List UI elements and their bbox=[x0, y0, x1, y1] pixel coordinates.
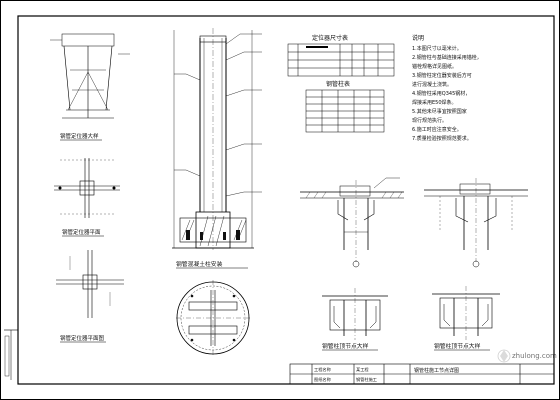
title-cell-a2: 图纸名称 bbox=[314, 376, 331, 383]
drawing-title: 钢管柱施工节点详图 bbox=[414, 367, 459, 374]
note-line: 7.质量检验按照规范要求。 bbox=[412, 135, 472, 142]
zhulong-logo-icon bbox=[497, 349, 511, 363]
steel-table bbox=[305, 89, 385, 133]
plan-detail-b bbox=[56, 250, 124, 318]
binding-strip bbox=[4, 329, 18, 380]
elevation-detail-a bbox=[50, 33, 130, 119]
elevation-detail-a-label: 钢管定位器大样 bbox=[60, 132, 99, 140]
plan-detail-b-label: 钢管定位器平面图 bbox=[60, 334, 105, 342]
joint-detail-1 bbox=[300, 177, 404, 262]
notes-heading: 说明 bbox=[412, 34, 424, 42]
joint-detail-3 bbox=[322, 288, 388, 340]
joint-detail-1-hatch bbox=[305, 191, 403, 199]
plan-detail-a-label: 钢管定位器平面 bbox=[62, 228, 101, 236]
circular-plan bbox=[176, 280, 250, 356]
inner-frame bbox=[17, 15, 555, 385]
title-cell-b2: 钢管柱施工 bbox=[356, 376, 377, 383]
note-line: 3.钢管柱定位器安装后方可 bbox=[412, 72, 472, 79]
positioning-table-title: 定位器尺寸表 bbox=[312, 34, 348, 42]
title-cell-b1: 某工程 bbox=[356, 366, 369, 373]
joint-detail-3-label: 钢管柱顶节点大样 bbox=[322, 342, 369, 350]
note-line: 6.施工时应注意安全。 bbox=[412, 126, 462, 133]
section-marker bbox=[472, 260, 480, 268]
joint-detail-2 bbox=[424, 178, 528, 262]
note-line: 4.钢管柱采用Q345钢材， bbox=[412, 90, 470, 97]
note-line: 5.其他未尽事宜按照国家 bbox=[412, 108, 467, 115]
note-line: 焊接采用E50焊条。 bbox=[412, 99, 457, 106]
watermark-text: zhulong.com bbox=[512, 352, 557, 360]
notes-block: 说明 1.本图尺寸以毫米计。 2.钢管柱与基础连接采用锚栓， 锚栓规格详见图纸。… bbox=[412, 34, 482, 142]
joint-detail-4 bbox=[432, 286, 500, 340]
title-block bbox=[289, 363, 555, 385]
steel-table-title: 钢管柱表 bbox=[326, 80, 350, 88]
plan-detail-a bbox=[54, 158, 120, 218]
note-line: 锚栓规格详见图纸。 bbox=[412, 63, 457, 70]
title-cell-a1: 工程名称 bbox=[314, 366, 331, 373]
column-leaders bbox=[174, 33, 262, 197]
joint-detail-4-label: 钢管柱顶节点大样 bbox=[434, 342, 481, 350]
column-base-hatch bbox=[181, 215, 247, 247]
positioning-table-bar bbox=[306, 46, 328, 48]
section-marker bbox=[352, 260, 360, 268]
column-elevation bbox=[172, 28, 254, 250]
note-line: 1.本图尺寸以毫米计。 bbox=[412, 45, 462, 52]
column-elevation-label: 钢管混凝土柱安装 bbox=[176, 260, 223, 268]
column-base-blocks bbox=[186, 230, 240, 240]
circular-plan-bolts bbox=[190, 294, 236, 342]
note-line: 现行规范执行。 bbox=[412, 117, 447, 124]
note-line: 2.钢管柱与基础连接采用锚栓， bbox=[412, 54, 482, 61]
positioning-table bbox=[287, 43, 395, 77]
note-line: 进行混凝土浇筑。 bbox=[412, 81, 452, 88]
